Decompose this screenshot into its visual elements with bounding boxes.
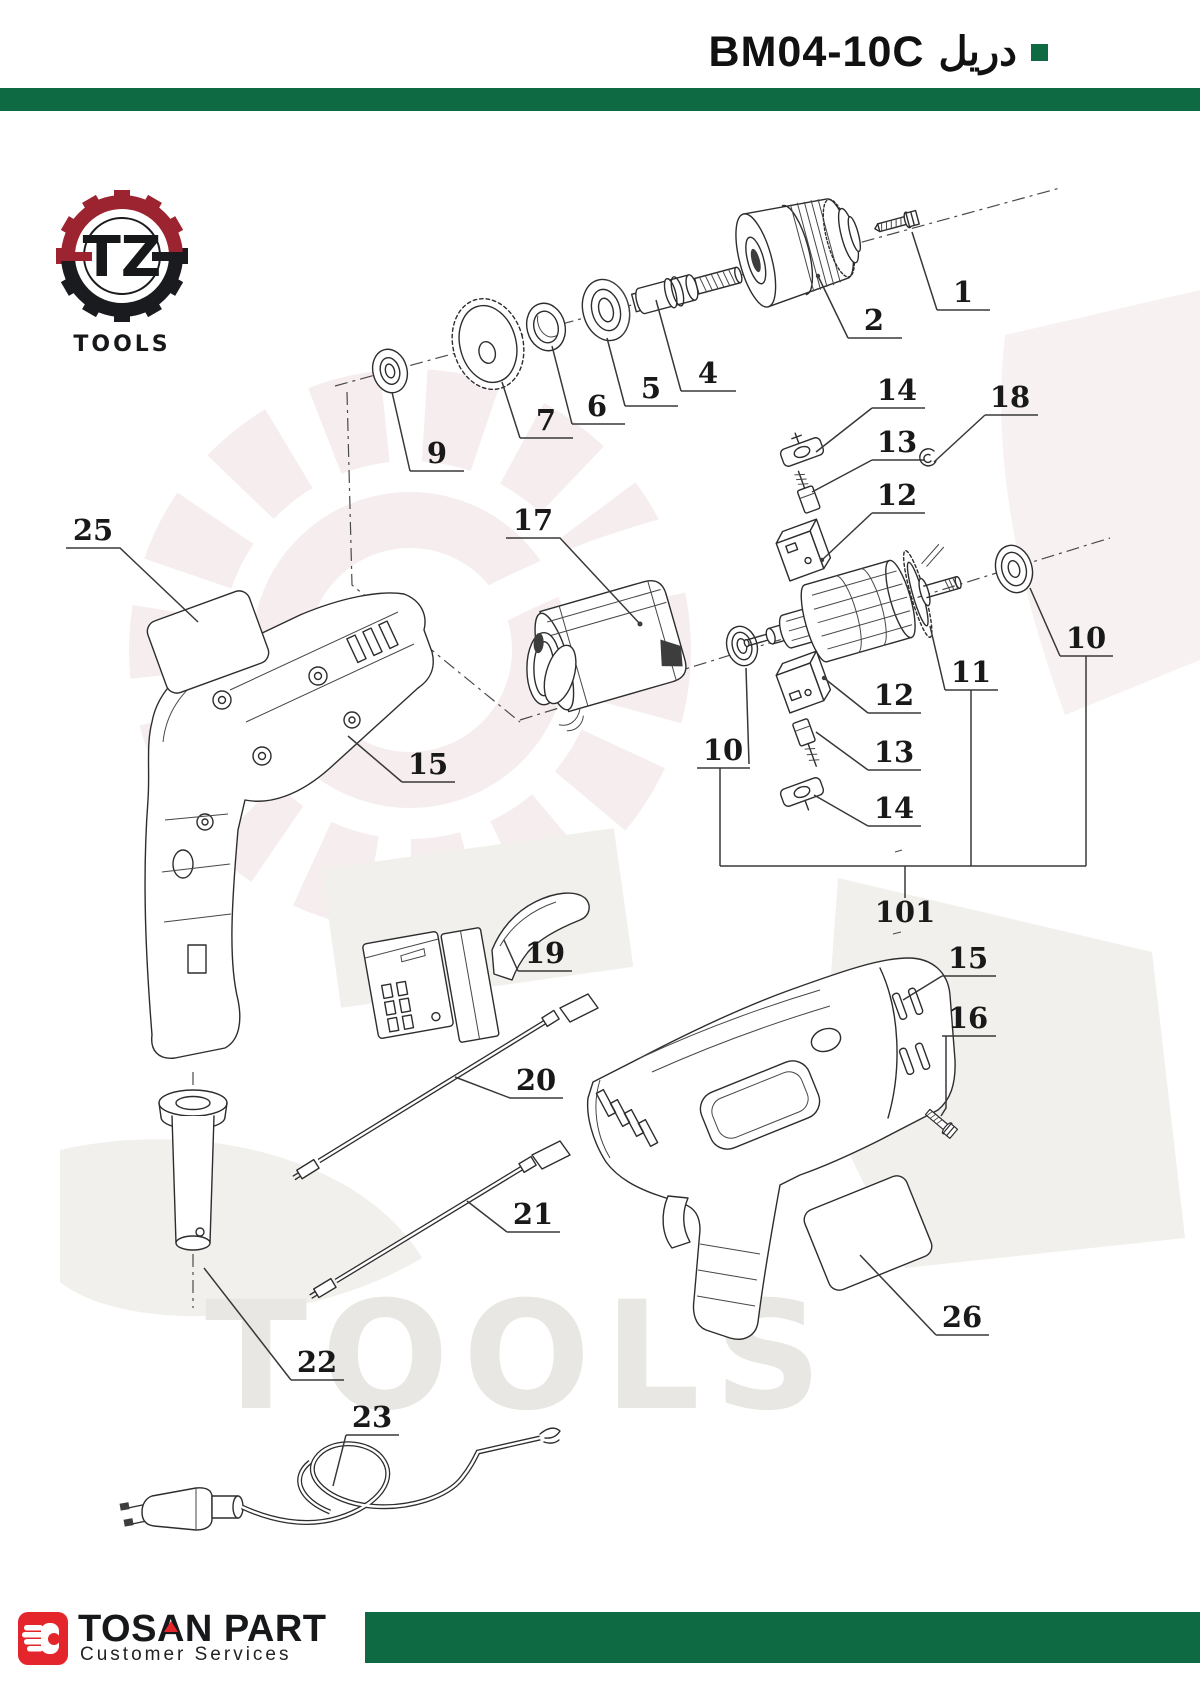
wire-21 bbox=[309, 1140, 571, 1299]
retainer-clip-18 bbox=[919, 448, 937, 467]
spindle-4 bbox=[630, 266, 743, 315]
page-title: دريل BM04-10C bbox=[709, 24, 1048, 80]
handle-sleeve-22 bbox=[158, 1072, 228, 1308]
callout-5: 5 bbox=[641, 371, 661, 405]
callout-20: 20 bbox=[516, 1063, 556, 1097]
brand-part-1: TOS bbox=[78, 1608, 157, 1650]
callout-9: 9 bbox=[427, 436, 447, 470]
callout-10-left: 10 bbox=[703, 733, 743, 767]
footer-green-bar bbox=[365, 1612, 1200, 1663]
screw-16 bbox=[924, 1108, 959, 1139]
wire-20 bbox=[292, 993, 599, 1181]
callout-22: 22 bbox=[297, 1345, 337, 1379]
callout-23: 23 bbox=[352, 1400, 392, 1434]
brush-spring-13-lower bbox=[792, 718, 820, 767]
callout-2: 2 bbox=[864, 303, 884, 337]
callout-7: 7 bbox=[536, 403, 556, 437]
title-arabic: دريل bbox=[938, 30, 1017, 74]
power-cord-23 bbox=[119, 1427, 561, 1531]
housing-right-15 bbox=[586, 957, 956, 1340]
brush-holder-12-upper bbox=[775, 518, 832, 582]
brush-spring-13-upper bbox=[794, 470, 821, 514]
callout-12-upper: 12 bbox=[877, 478, 917, 512]
callout-leaders bbox=[66, 231, 1113, 1487]
tz-tools-logo: TZ TOOLS bbox=[56, 190, 188, 357]
callout-15-right: 15 bbox=[948, 941, 988, 975]
brand-part-2: N PART bbox=[184, 1608, 327, 1650]
callout-13-lower: 13 bbox=[874, 735, 914, 769]
callout-13-upper: 13 bbox=[877, 425, 917, 459]
bearing-10-right bbox=[994, 544, 1034, 594]
gear-7 bbox=[451, 297, 525, 391]
callout-16: 16 bbox=[948, 1001, 988, 1035]
switch-19 bbox=[362, 892, 590, 1043]
callout-25: 25 bbox=[73, 513, 113, 547]
callout-15-left: 15 bbox=[408, 747, 448, 781]
gear-icon: TZ bbox=[56, 190, 188, 322]
title-bullet-icon bbox=[1031, 43, 1048, 61]
bearing-10-left bbox=[725, 625, 759, 667]
footer-brand: TOSAN PART bbox=[78, 1608, 327, 1651]
tosan-hand-icon bbox=[18, 1612, 68, 1665]
brush-cap-14-upper bbox=[779, 432, 825, 467]
callout-11: 11 bbox=[951, 655, 991, 689]
callout-14-upper: 14 bbox=[877, 373, 917, 407]
name-plate-25 bbox=[146, 590, 270, 694]
callout-14-lower: 14 bbox=[874, 791, 914, 825]
bearing-9 bbox=[371, 348, 409, 394]
logo-tools-text: TOOLS bbox=[73, 332, 170, 357]
callout-12-lower: 12 bbox=[874, 678, 914, 712]
brand-part-a: A bbox=[156, 1608, 185, 1650]
callout-numbers: 1 2 4 5 6 7 9 14 13 12 18 17 25 10 11 10… bbox=[73, 275, 1106, 1434]
callout-19: 19 bbox=[525, 936, 565, 970]
callout-101: 101 bbox=[875, 895, 936, 929]
screw-1 bbox=[874, 209, 920, 233]
logo-monogram: TZ bbox=[83, 225, 162, 290]
callout-17: 17 bbox=[513, 503, 553, 537]
housing-left-15 bbox=[144, 592, 434, 1059]
title-model: BM04-10C bbox=[708, 27, 925, 76]
armature-11 bbox=[743, 543, 962, 663]
brush-cap-14-lower bbox=[779, 777, 825, 811]
brush-holder-12-lower bbox=[775, 650, 832, 714]
callout-4: 4 bbox=[698, 356, 718, 390]
stator-17 bbox=[526, 579, 687, 732]
callout-1: 1 bbox=[953, 275, 973, 309]
callout-6: 6 bbox=[587, 389, 607, 423]
callout-18: 18 bbox=[990, 380, 1030, 414]
bearing-5 bbox=[581, 278, 631, 342]
callout-10-right: 10 bbox=[1066, 621, 1106, 655]
callout-21: 21 bbox=[513, 1197, 553, 1231]
header-green-bar bbox=[0, 88, 1200, 111]
name-plate-26 bbox=[803, 1175, 933, 1291]
footer-tagline: Customer Services bbox=[80, 1644, 292, 1665]
chuck-2 bbox=[735, 198, 862, 308]
ring-6 bbox=[525, 302, 567, 352]
callout-26: 26 bbox=[942, 1300, 982, 1334]
